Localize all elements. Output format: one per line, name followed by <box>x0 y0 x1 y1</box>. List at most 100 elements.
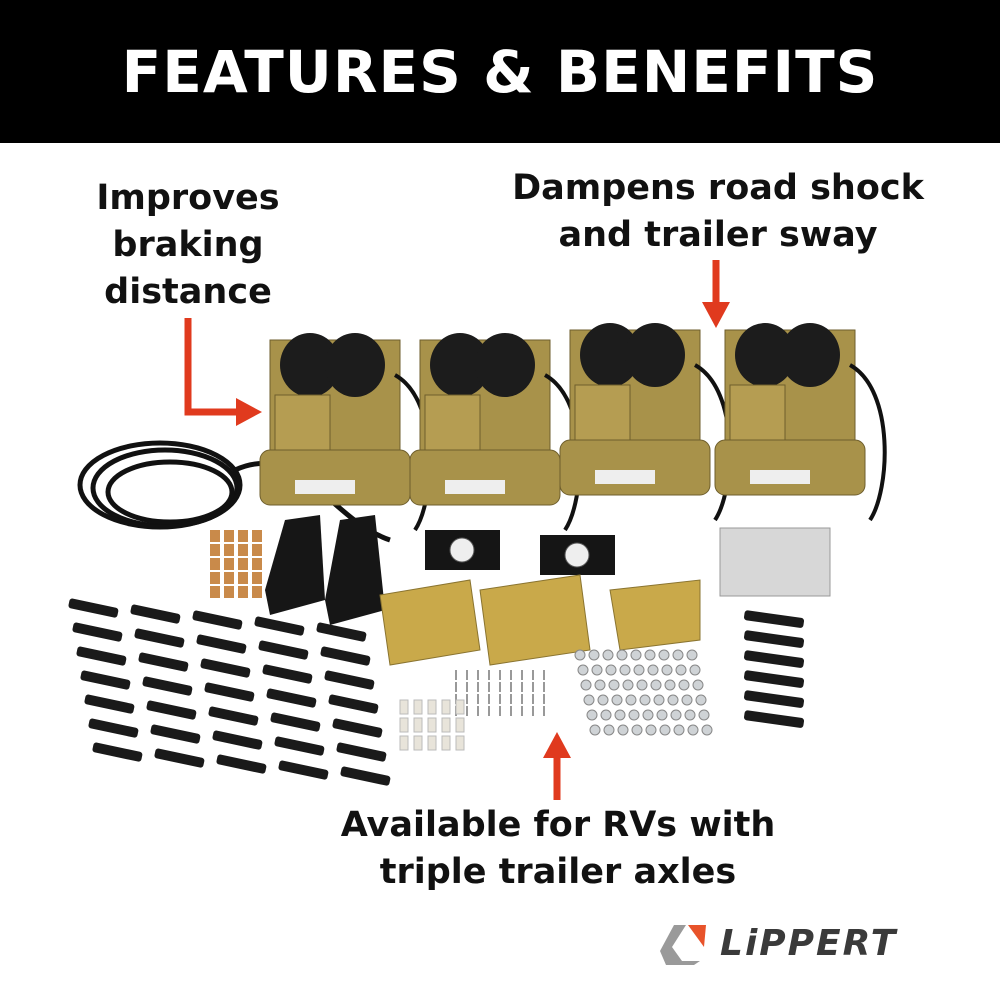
bolt <box>192 610 243 630</box>
anchor <box>441 735 451 751</box>
bushing <box>224 544 234 556</box>
anchor <box>455 699 465 715</box>
bolt <box>743 670 805 688</box>
nut <box>614 709 626 721</box>
bolt <box>262 664 313 684</box>
nut <box>645 724 657 736</box>
header-banner: FEATURES & BENEFITS <box>0 0 1000 143</box>
bolt <box>154 748 205 768</box>
nut <box>673 724 685 736</box>
screw <box>543 670 545 680</box>
screw <box>510 682 512 692</box>
nut <box>653 694 665 706</box>
bolts-and-hardware <box>68 530 805 786</box>
bolt <box>146 700 197 720</box>
callout-line: distance <box>104 272 272 312</box>
bolt <box>743 610 805 628</box>
callout-braking: Improves braking distance <box>78 175 298 316</box>
bushing <box>224 572 234 584</box>
nut <box>692 679 704 691</box>
callout-line: triple trailer axles <box>379 852 737 892</box>
bolt <box>274 736 325 756</box>
bushing <box>252 558 262 570</box>
anchor <box>441 699 451 715</box>
nut <box>647 664 659 676</box>
bolt <box>328 694 379 714</box>
nut <box>630 649 642 661</box>
nut <box>650 679 662 691</box>
screw <box>521 670 523 680</box>
bolt <box>743 650 805 668</box>
screw <box>499 682 501 692</box>
screw <box>477 670 479 680</box>
bolt <box>72 622 123 642</box>
screw <box>532 670 534 680</box>
nut <box>605 664 617 676</box>
screw <box>510 706 512 716</box>
callout-line: Available for RVs with <box>340 805 776 845</box>
bushing <box>252 586 262 598</box>
callout-shock: Dampens road shock and trailer sway <box>508 165 928 259</box>
screw <box>499 670 501 680</box>
bushing <box>210 544 220 556</box>
nut <box>658 649 670 661</box>
bushing <box>224 558 234 570</box>
bolt <box>208 706 259 726</box>
nut <box>656 709 668 721</box>
page-title: FEATURES & BENEFITS <box>121 37 879 106</box>
bolt <box>258 640 309 660</box>
bolt <box>270 712 321 732</box>
bolt <box>266 688 317 708</box>
lippert-logo: LiPPERT <box>660 918 960 968</box>
nut <box>701 724 713 736</box>
screw <box>499 694 501 704</box>
anchor <box>441 717 451 733</box>
pressure-gauges <box>425 530 615 575</box>
suspension-unit <box>259 333 432 532</box>
lippert-logo-mark <box>660 925 706 965</box>
nut <box>631 724 643 736</box>
screw <box>488 682 490 692</box>
screw <box>455 670 457 680</box>
nut <box>574 649 586 661</box>
bushing <box>210 572 220 584</box>
screw <box>543 694 545 704</box>
nut <box>622 679 634 691</box>
bushing <box>238 530 248 542</box>
nut <box>577 664 589 676</box>
screw <box>532 682 534 692</box>
nut <box>617 724 629 736</box>
screw <box>466 682 468 692</box>
anchor <box>413 717 423 733</box>
nut <box>675 664 687 676</box>
screw <box>532 694 534 704</box>
screw <box>532 706 534 716</box>
bushing <box>252 530 262 542</box>
screw <box>543 682 545 692</box>
bolt <box>84 694 135 714</box>
callout-line: and trailer sway <box>558 215 878 255</box>
bolt <box>278 760 329 780</box>
bolt <box>316 622 367 642</box>
bolt <box>68 598 119 618</box>
suspension-unit <box>409 333 582 532</box>
bolt <box>76 646 127 666</box>
nut <box>642 709 654 721</box>
bolt <box>200 658 251 678</box>
nut <box>588 649 600 661</box>
bushing <box>238 558 248 570</box>
bushing <box>252 544 262 556</box>
bolt <box>216 754 267 774</box>
suspension-unit <box>559 323 732 522</box>
anchor <box>399 735 409 751</box>
nut <box>580 679 592 691</box>
nut <box>695 694 707 706</box>
screw <box>488 706 490 716</box>
nut <box>608 679 620 691</box>
nut <box>628 709 640 721</box>
screw <box>510 670 512 680</box>
nut <box>664 679 676 691</box>
bolt <box>320 646 371 666</box>
anchor <box>413 735 423 751</box>
